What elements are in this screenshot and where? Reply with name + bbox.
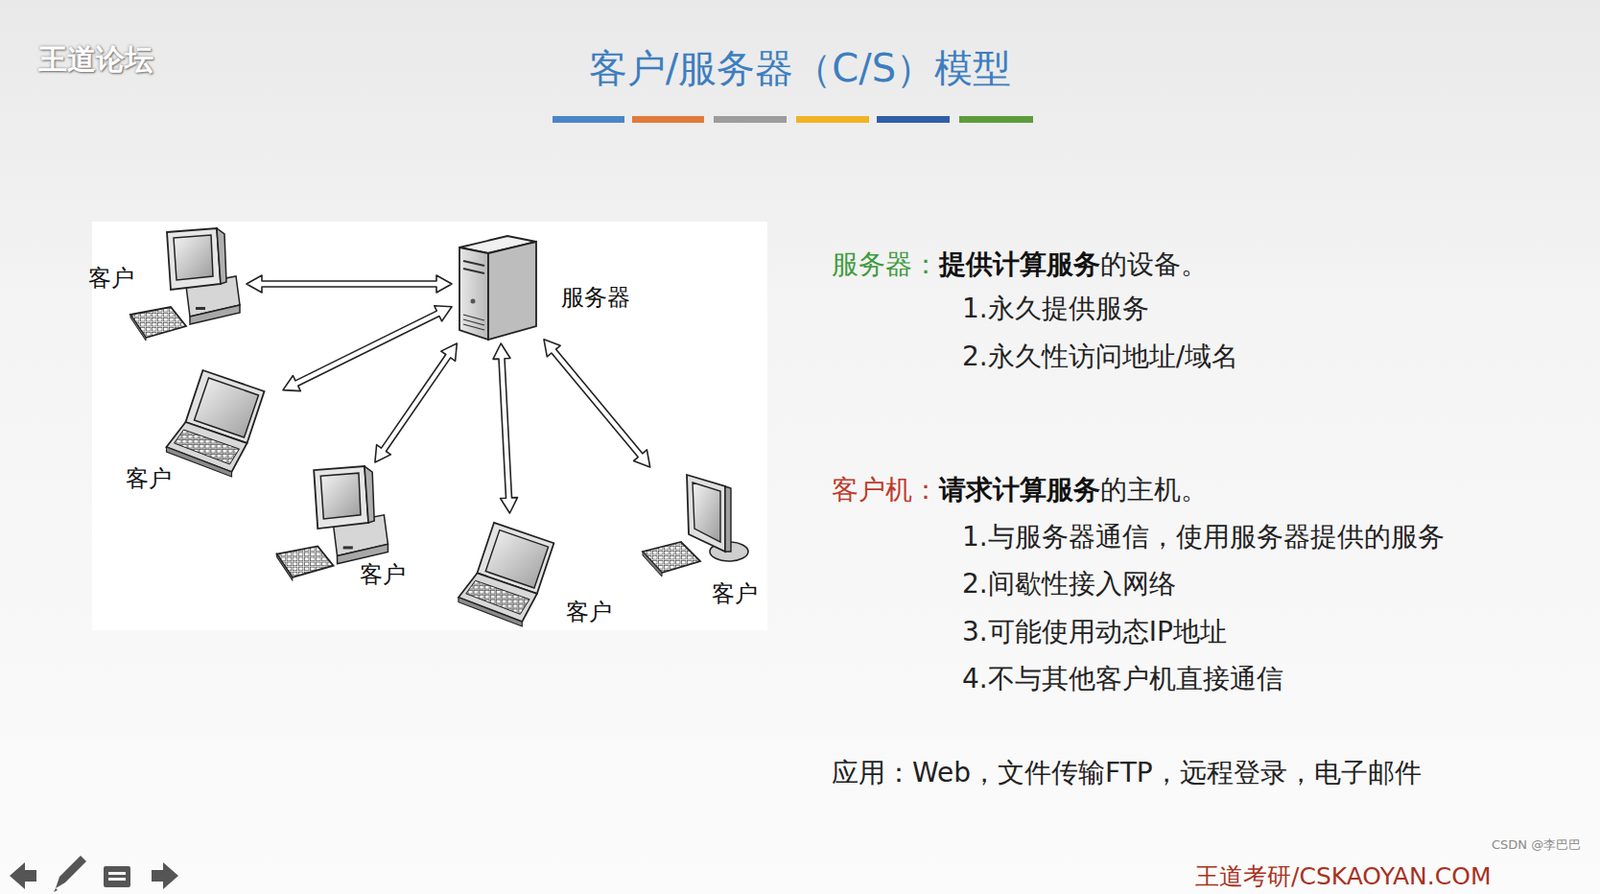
slide-title: 客户/服务器（C/S）模型 xyxy=(0,42,1600,95)
client-node: 客户 xyxy=(453,515,572,628)
watermark: CSDN @李巴巴 xyxy=(1491,836,1581,854)
application-note: 应用：Web，文件传输FTP，远程登录，电子邮件 xyxy=(831,756,1422,789)
device-label: 客户 xyxy=(359,561,406,589)
device-label: 客户 xyxy=(711,580,758,608)
double-arrow xyxy=(493,343,518,514)
text-line: 4.不与其他客户机直接通信 xyxy=(962,661,1284,697)
text-line: 客户机：请求计算服务的主机。 xyxy=(831,472,1208,508)
double-arrow xyxy=(375,343,457,463)
list-item: 2.永久性访问地址/域名 xyxy=(962,340,1239,373)
illustration-panel xyxy=(92,221,768,631)
device-label: 客户 xyxy=(88,264,135,292)
server-node: 服务器 xyxy=(453,226,542,342)
text-line: 1.与服务器通信，使用服务器提供的服务 xyxy=(962,519,1445,555)
text-line: 1.永久提供服务 xyxy=(962,291,1150,327)
term-definition: 的主机。 xyxy=(1100,473,1208,506)
text-line: 3.可能使用动态IP地址 xyxy=(962,614,1227,650)
list-item: 4.不与其他客户机直接通信 xyxy=(962,662,1284,695)
term-definition: 提供计算服务 xyxy=(939,248,1101,281)
text-line: 2.永久性访问地址/域名 xyxy=(962,339,1239,375)
list-item: 1.永久提供服务 xyxy=(962,292,1150,325)
term-heading: 客户机： xyxy=(831,473,940,506)
client-node: 客户 xyxy=(163,362,282,478)
nav-icons xyxy=(9,855,179,893)
term-definition: 请求计算服务 xyxy=(939,473,1101,506)
double-arrow xyxy=(543,339,651,468)
term-heading: 服务器： xyxy=(831,248,940,281)
device-label: 客户 xyxy=(565,598,612,626)
client-node: 客户 xyxy=(640,469,761,588)
device-label: 客户 xyxy=(125,465,172,493)
title-color-bars xyxy=(552,116,1034,123)
double-arrow xyxy=(246,275,452,293)
double-arrow xyxy=(282,305,452,392)
device-icons xyxy=(130,228,749,627)
device-label: 服务器 xyxy=(561,283,631,311)
list-item: 1.与服务器通信，使用服务器提供的服务 xyxy=(962,520,1445,553)
client-node: 客户 xyxy=(273,464,394,582)
client-node: 客户 xyxy=(134,226,245,342)
text-line: 服务器：提供计算服务的设备。 xyxy=(831,247,1208,283)
watermark: 王道论坛 xyxy=(38,40,154,80)
term-definition: 的设备。 xyxy=(1100,248,1208,281)
footer-brand: 王道考研/CSKAOYAN.COM xyxy=(1195,860,1491,893)
list-item: 2.间歇性接入网络 xyxy=(962,567,1177,600)
text-line: 应用：Web，文件传输FTP，远程登录，电子邮件 xyxy=(831,755,1422,791)
list-item: 3.可能使用动态IP地址 xyxy=(962,615,1227,648)
text-line: 2.间歇性接入网络 xyxy=(962,566,1177,602)
